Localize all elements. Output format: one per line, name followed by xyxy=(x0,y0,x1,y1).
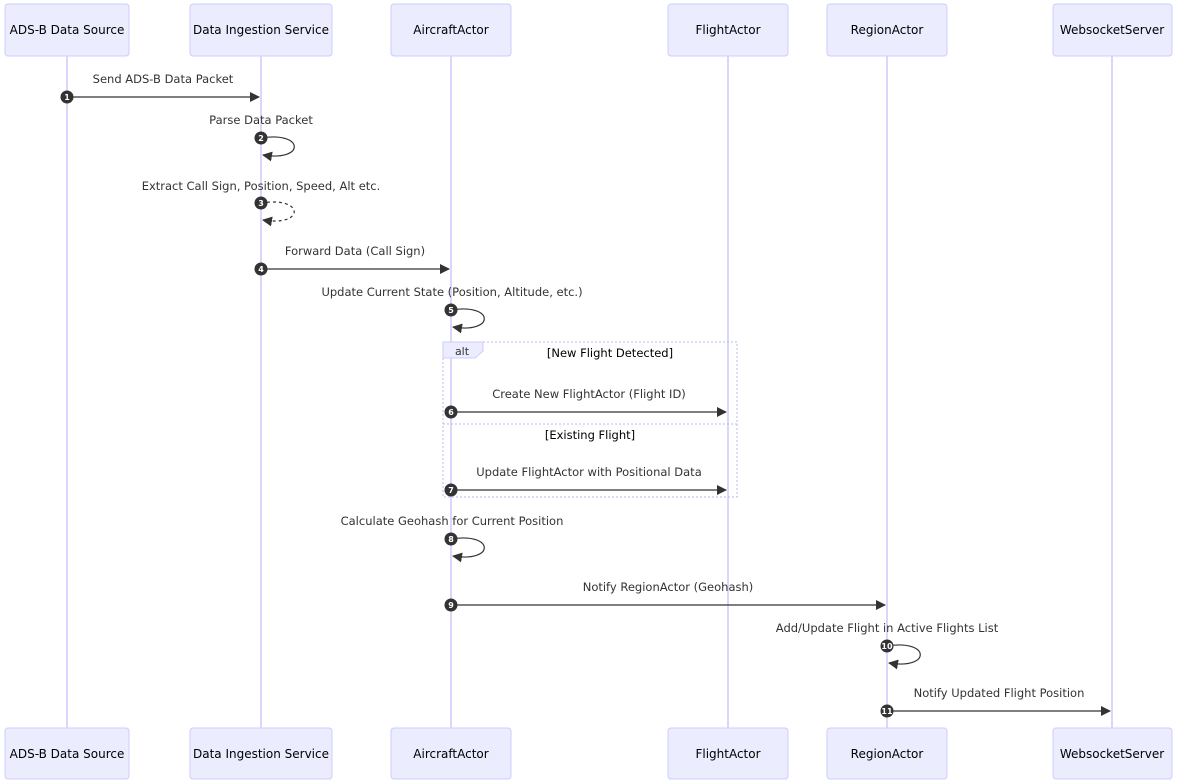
sequence-number: 8 xyxy=(448,535,454,544)
sequence-number-badge xyxy=(444,303,458,317)
sequence-number: 5 xyxy=(448,306,454,315)
message-8: Calculate Geohash for Current Position 8 xyxy=(341,514,564,563)
participant-label: FlightActor xyxy=(695,23,760,37)
message-arrow xyxy=(260,136,295,162)
message-label: Create New FlightActor (Flight ID) xyxy=(492,387,686,401)
participant-flight-actor-bottom: FlightActor xyxy=(667,727,789,780)
participant-label: WebsocketServer xyxy=(1060,747,1164,761)
sequence-number: 1 xyxy=(64,93,70,102)
alt-frame-tab xyxy=(442,341,484,359)
participant-label: AircraftActor xyxy=(413,23,488,37)
participant-label: RegionActor xyxy=(851,747,924,761)
sequence-number-badge xyxy=(444,405,458,419)
participant-data-ingestion-service-top: Data Ingestion Service xyxy=(189,3,333,57)
sequence-number: 10 xyxy=(881,642,893,651)
sequence-number-badge xyxy=(254,131,268,145)
sequence-number-badge xyxy=(444,532,458,546)
participant-websocket-server-bottom: WebsocketServer xyxy=(1052,727,1173,780)
participants-top: ADS-B Data Source Data Ingestion Service… xyxy=(4,3,1173,57)
participant-label: AircraftActor xyxy=(413,747,488,761)
message-label: Calculate Geohash for Current Position xyxy=(341,514,564,528)
message-arrow xyxy=(260,201,295,227)
participant-label: ADS-B Data Source xyxy=(10,747,125,761)
participant-aircraft-actor-top: AircraftActor xyxy=(390,3,512,57)
sequence-number-badge xyxy=(444,598,458,612)
participant-label: WebsocketServer xyxy=(1060,23,1164,37)
participant-label: ADS-B Data Source xyxy=(10,23,125,37)
sequence-number-badge xyxy=(254,196,268,210)
message-5: Update Current State (Position, Altitude… xyxy=(321,285,583,334)
participant-flight-actor-top: FlightActor xyxy=(667,3,789,57)
message-9: Notify RegionActor (Geohash) 9 xyxy=(444,580,886,612)
participant-region-actor-bottom: RegionActor xyxy=(826,727,948,780)
message-label: Add/Update Flight in Active Flights List xyxy=(776,621,999,635)
message-10: Add/Update Flight in Active Flights List… xyxy=(776,621,999,670)
participant-label: Data Ingestion Service xyxy=(193,747,329,761)
alt-condition-new-flight: [New Flight Detected] xyxy=(547,346,673,360)
message-label: Extract Call Sign, Position, Speed, Alt … xyxy=(142,179,381,193)
participant-label: RegionActor xyxy=(851,23,924,37)
message-arrow xyxy=(886,644,921,670)
alt-keyword: alt xyxy=(455,345,470,358)
participants-bottom: ADS-B Data Source Data Ingestion Service… xyxy=(4,727,1173,780)
participant-region-actor-top: RegionActor xyxy=(826,3,948,57)
message-label: Parse Data Packet xyxy=(209,113,313,127)
lifelines xyxy=(66,56,1113,728)
sequence-number: 3 xyxy=(258,199,264,208)
message-11: Notify Updated Flight Position 11 xyxy=(880,686,1111,718)
participant-aircraft-actor-bottom: AircraftActor xyxy=(390,727,512,780)
sequence-number: 4 xyxy=(258,265,264,274)
sequence-number-badge xyxy=(254,262,268,276)
sequence-number: 11 xyxy=(881,707,893,716)
message-label: Forward Data (Call Sign) xyxy=(285,244,425,258)
participant-ads-b-data-source-top: ADS-B Data Source xyxy=(4,3,130,57)
alt-frame-border xyxy=(442,341,738,498)
message-label: Notify Updated Flight Position xyxy=(914,686,1085,700)
sequence-number-badge xyxy=(60,90,74,104)
message-4: Forward Data (Call Sign) 4 xyxy=(254,244,450,276)
message-label: Update Current State (Position, Altitude… xyxy=(321,285,582,299)
message-label: Update FlightActor with Positional Data xyxy=(476,465,702,479)
alt-frame: alt [New Flight Detected] [Existing Flig… xyxy=(442,341,738,498)
sequence-number: 6 xyxy=(448,408,454,417)
message-label: Notify RegionActor (Geohash) xyxy=(583,580,754,594)
participant-label: Data Ingestion Service xyxy=(193,23,329,37)
sequence-number: 9 xyxy=(448,601,454,610)
message-1: Send ADS-B Data Packet 1 xyxy=(60,72,260,104)
sequence-number-badge xyxy=(444,483,458,497)
participant-websocket-server-top: WebsocketServer xyxy=(1052,3,1173,57)
message-arrow xyxy=(450,308,485,334)
message-2: Parse Data Packet 2 xyxy=(209,113,313,162)
participant-data-ingestion-service-bottom: Data Ingestion Service xyxy=(189,727,333,780)
participant-label: FlightActor xyxy=(695,747,760,761)
sequence-number: 7 xyxy=(448,486,454,495)
sequence-number-badge xyxy=(880,704,894,718)
sequence-number: 2 xyxy=(258,134,264,143)
sequence-number-badge xyxy=(880,639,894,653)
alt-condition-existing-flight: [Existing Flight] xyxy=(545,428,635,442)
message-7: Update FlightActor with Positional Data … xyxy=(444,465,727,497)
message-6: Create New FlightActor (Flight ID) 6 xyxy=(444,387,727,419)
message-3: Extract Call Sign, Position, Speed, Alt … xyxy=(142,179,381,227)
message-label: Send ADS-B Data Packet xyxy=(93,72,234,86)
participant-ads-b-data-source-bottom: ADS-B Data Source xyxy=(4,727,130,780)
message-arrow xyxy=(450,537,485,563)
